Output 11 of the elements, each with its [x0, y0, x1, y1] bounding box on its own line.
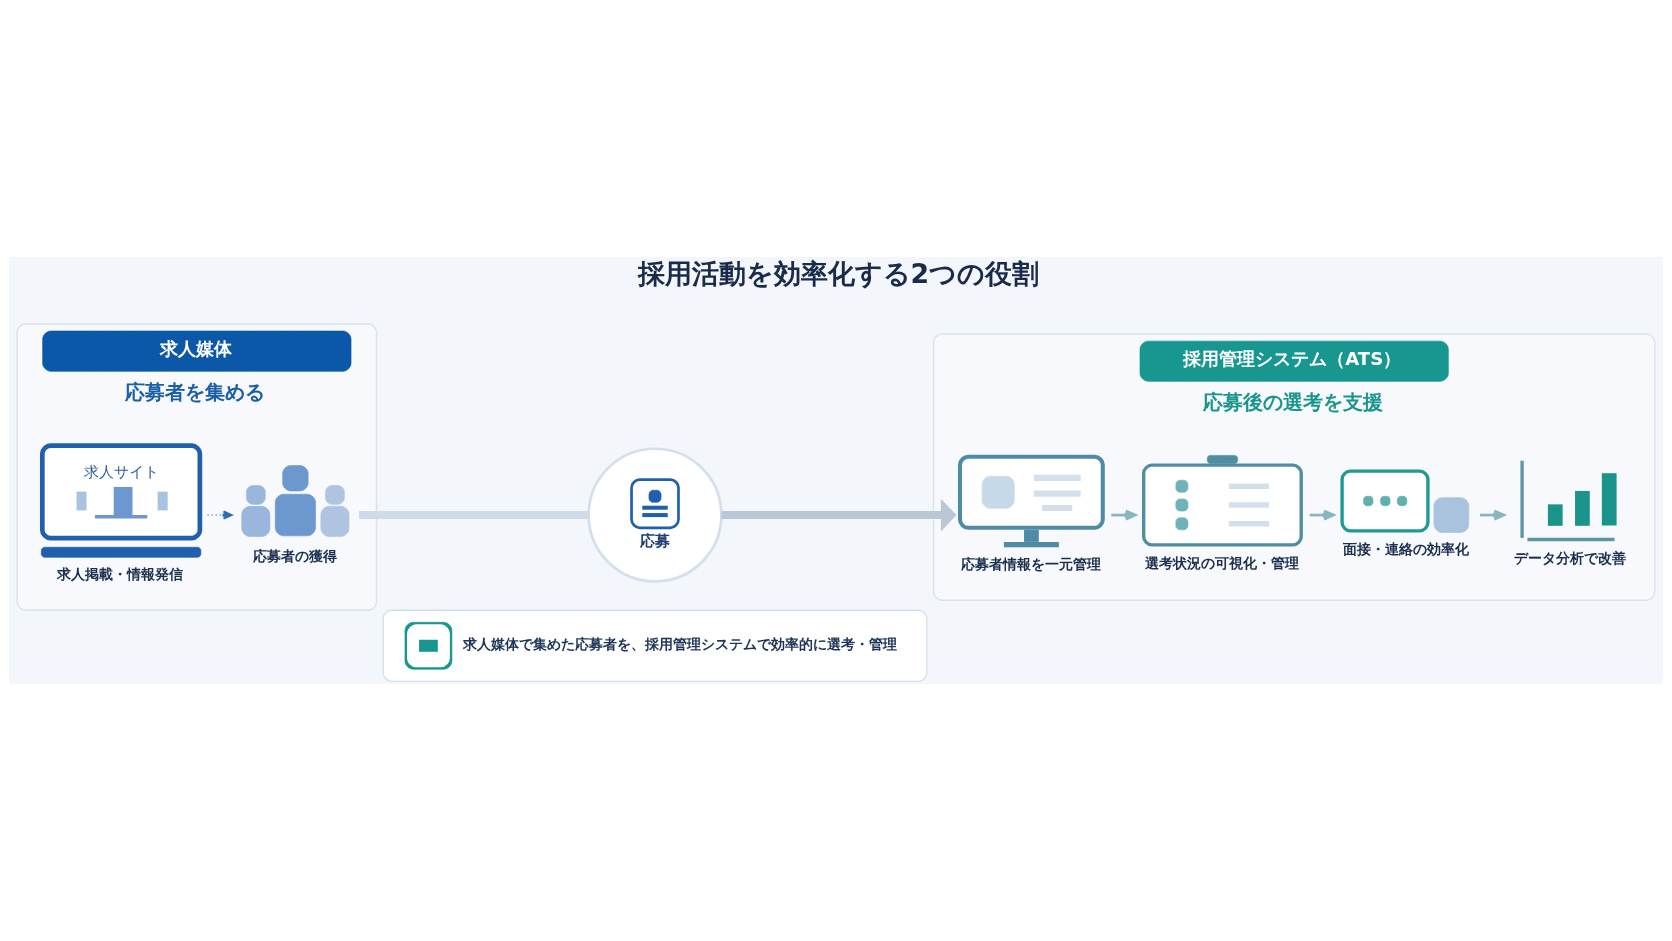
- node-label: 選考状況の可視化・管理: [1144, 554, 1299, 571]
- node-label: 応募者の獲得: [252, 548, 337, 565]
- node-label: データ分析で改善: [1513, 549, 1626, 566]
- node-circle: 応募: [587, 447, 723, 583]
- node-box: 求人媒体で集めた応募者を、採用管理システムで効率的に選考・管理: [382, 609, 928, 682]
- node-label: 求人掲載・情報発信: [57, 565, 184, 582]
- node-label: 応募者情報を一元管理: [960, 555, 1101, 572]
- connector: [359, 511, 589, 520]
- node-label: 面接・連絡の効率化: [1343, 540, 1470, 557]
- arrow: [721, 498, 957, 532]
- diagram-title: 採用活動を効率化する2つの役割: [637, 258, 1040, 290]
